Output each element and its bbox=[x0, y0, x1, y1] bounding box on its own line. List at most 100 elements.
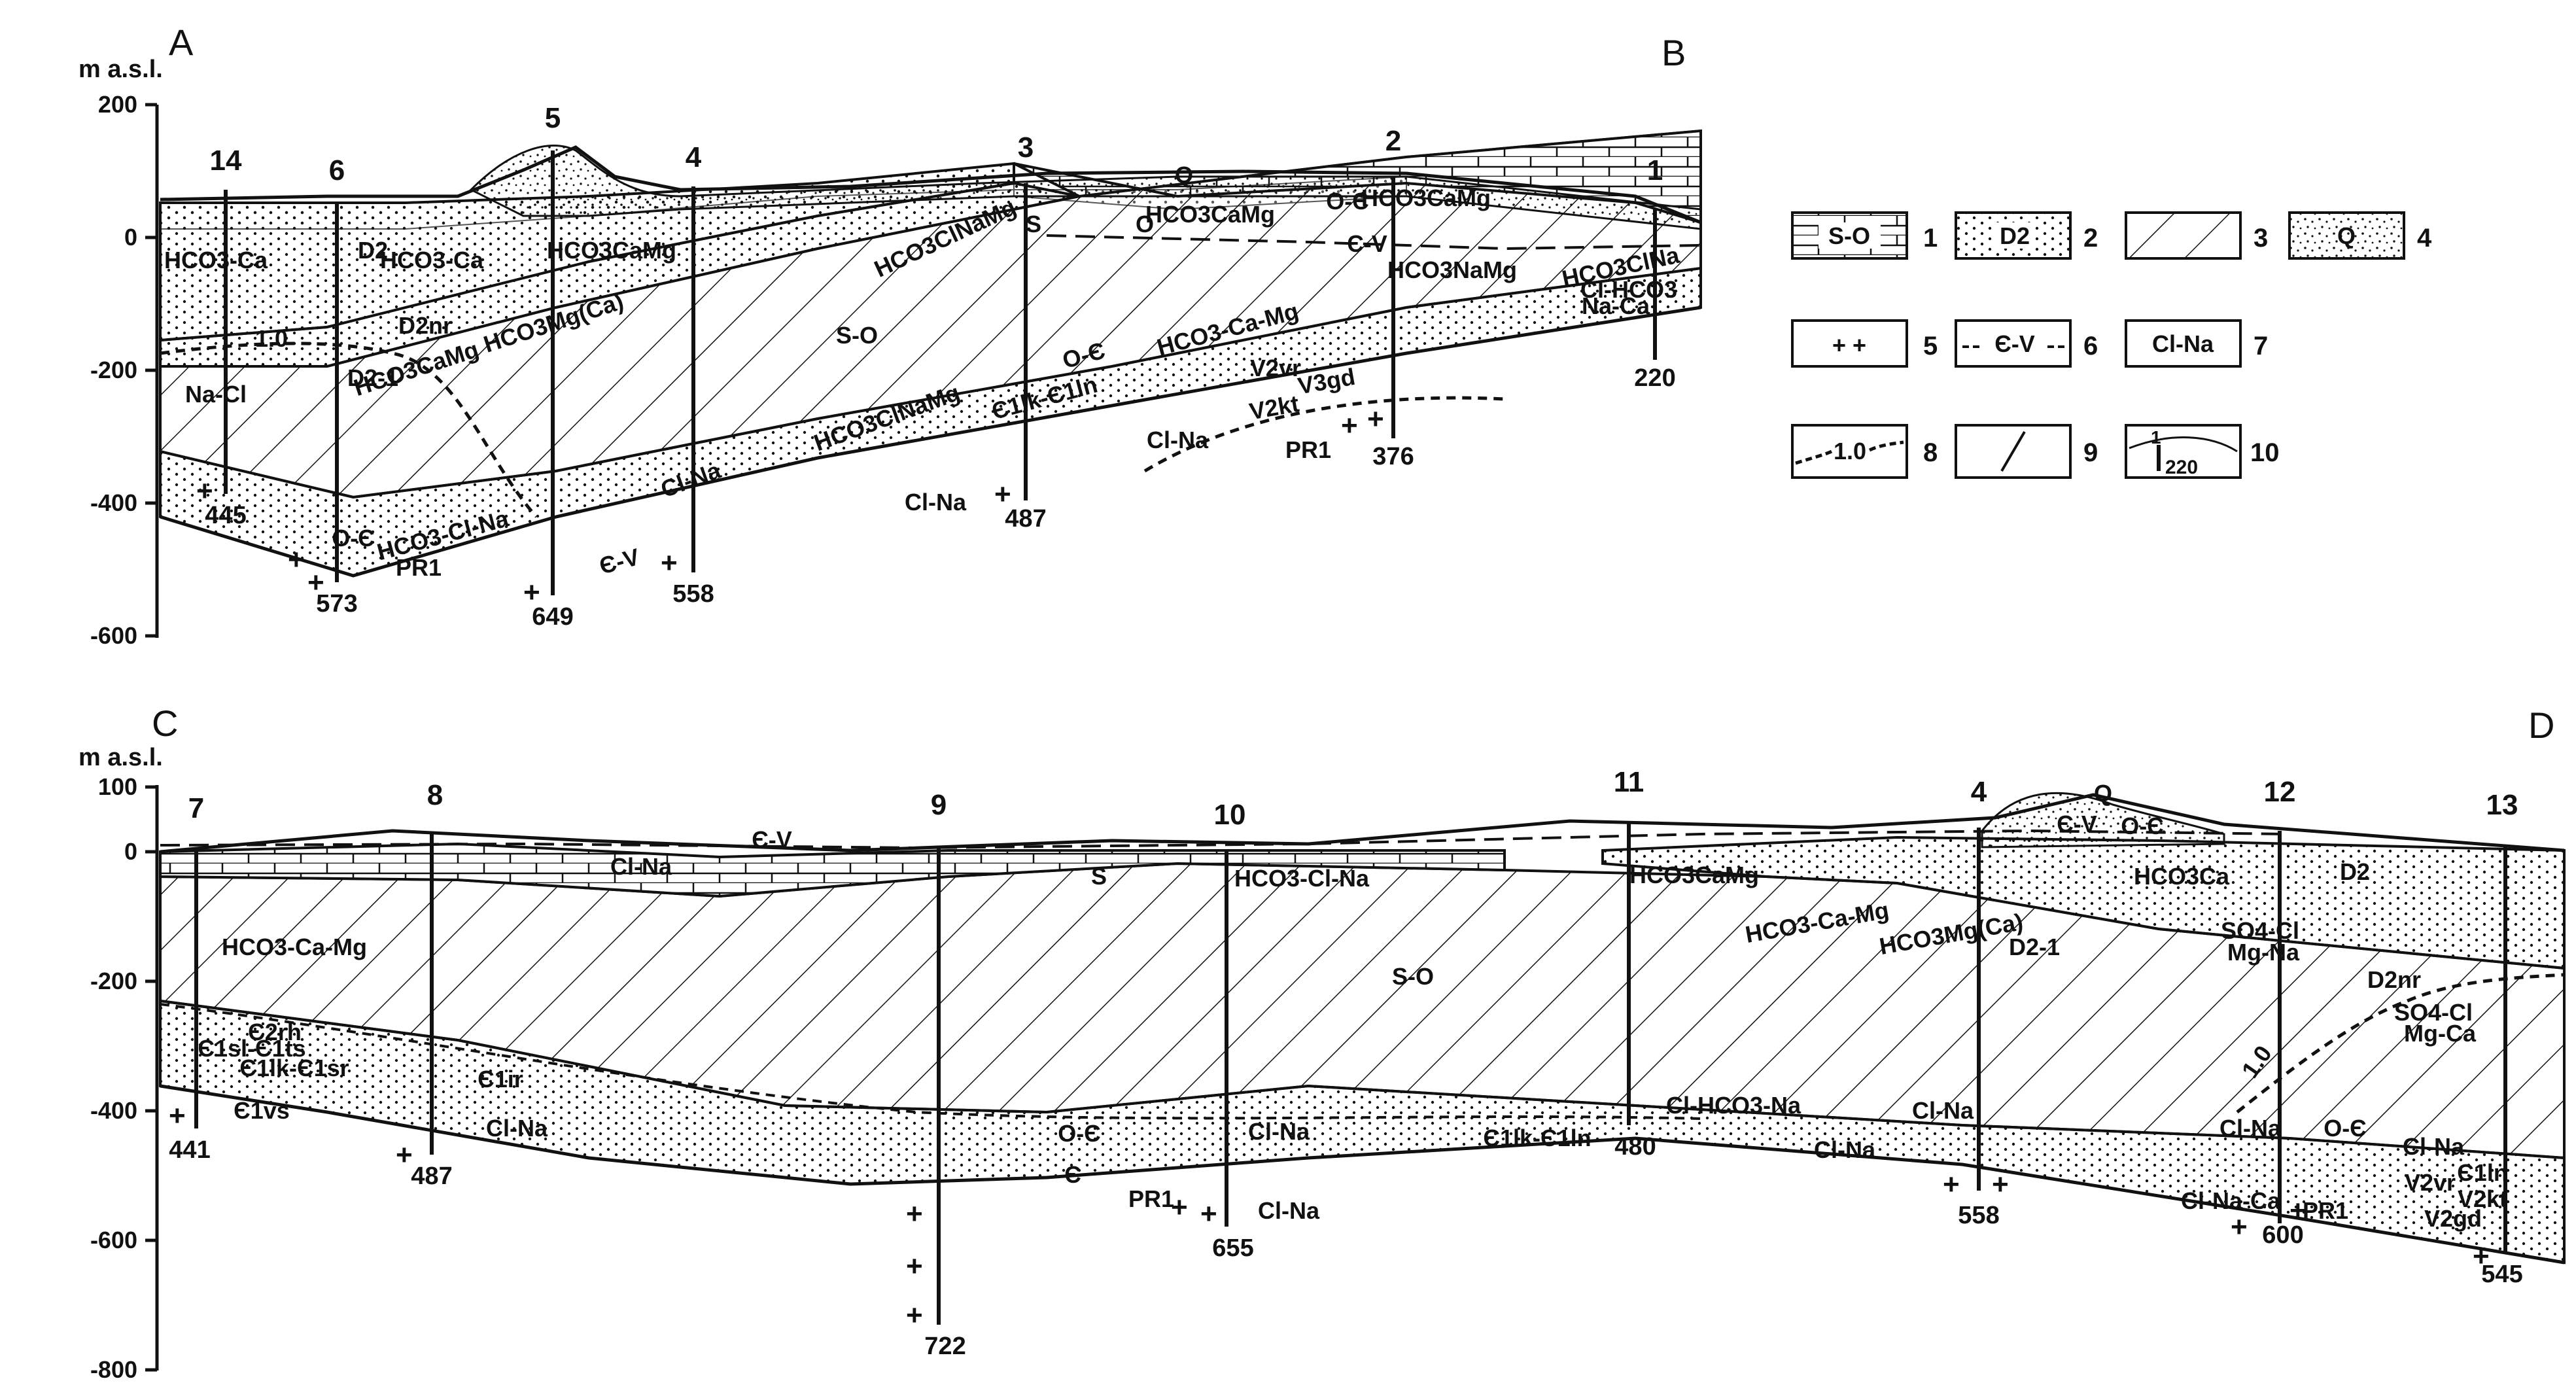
section-label: Cl-Na bbox=[2403, 1133, 2465, 1160]
plus-icon: + bbox=[169, 1100, 186, 1132]
well: 9 722 bbox=[924, 789, 966, 1360]
well-depth: 445 bbox=[205, 502, 246, 529]
legend: S-O 1 D2 2 3 Q 4 + + 5 Є-V 6 bbox=[1791, 211, 2432, 479]
section-label: PR1 bbox=[396, 554, 442, 581]
legend-symbol-text: 1 bbox=[2151, 427, 2161, 447]
y-tick-label: 0 bbox=[124, 224, 137, 251]
section-label: PR1 bbox=[1285, 436, 1331, 463]
well-depth: 722 bbox=[924, 1333, 966, 1360]
legend-number: 7 bbox=[2254, 332, 2268, 360]
section-label: Cl-Na bbox=[1248, 1118, 1310, 1145]
section-label: Cl-Na bbox=[1814, 1136, 1876, 1163]
plus-icon: + bbox=[2289, 1195, 2306, 1227]
plus-icon: + bbox=[1171, 1191, 1188, 1223]
section-label: Є-V bbox=[752, 826, 792, 853]
well-number: 3 bbox=[1018, 131, 1034, 164]
legend-item: + + 5 bbox=[1791, 319, 1938, 368]
well-number: 9 bbox=[931, 789, 947, 821]
plus-icon: + bbox=[906, 1250, 923, 1282]
section-label: V2kt bbox=[2458, 1185, 2507, 1212]
legend-item: 3 bbox=[2125, 211, 2268, 260]
section-label: O-Є bbox=[1326, 188, 1369, 215]
section-label: Є1lk-Є1ln bbox=[1483, 1125, 1591, 1151]
profile-start-label: C bbox=[152, 703, 178, 744]
section-label: PR1 bbox=[2303, 1197, 2348, 1224]
y-tick-label: -400 bbox=[90, 489, 137, 516]
wells: 7 441 8 487 9 722 10 655 11 480 bbox=[169, 766, 2522, 1360]
section-label: HCO3CaMg bbox=[1629, 862, 1759, 888]
legend-item: D2 2 bbox=[1955, 211, 2098, 260]
well-depth: 441 bbox=[169, 1136, 210, 1164]
strata bbox=[159, 792, 2566, 1265]
section-label: V2gd bbox=[2424, 1205, 2482, 1232]
section-label: Є1ln bbox=[2457, 1159, 2508, 1186]
profile-start-label: A bbox=[169, 22, 194, 63]
section-label: Cl-Na bbox=[1258, 1197, 1320, 1224]
well: 8 487 bbox=[411, 779, 452, 1190]
plus-icon: + bbox=[2473, 1240, 2490, 1272]
well-depth: 487 bbox=[1005, 505, 1046, 533]
plus-icon: + bbox=[906, 1299, 923, 1331]
well-depth: 649 bbox=[532, 603, 573, 631]
section-label: Є1lk-Є1sr bbox=[239, 1055, 349, 1081]
boundary-cambrian-vendian bbox=[160, 829, 2290, 850]
section-label: Є1ir bbox=[478, 1066, 523, 1092]
well-number: 12 bbox=[2264, 776, 2296, 808]
section-label: Є bbox=[1064, 1161, 1081, 1188]
section-label: Na-Ca bbox=[1582, 292, 1650, 319]
section-label: O-Є bbox=[2324, 1115, 2367, 1142]
section-label: V2vr bbox=[1250, 355, 1301, 381]
legend-symbol-text: 1.0 bbox=[1834, 438, 1866, 464]
section-label: HCO3NaMg bbox=[1387, 256, 1517, 283]
y-tick-label: -800 bbox=[90, 1356, 137, 1383]
well-number: 7 bbox=[188, 792, 204, 824]
section-label: V2kt bbox=[1247, 390, 1301, 425]
section-label: HCO3CaMg bbox=[1145, 201, 1275, 228]
section-label: S-O bbox=[1392, 963, 1434, 990]
section-label: O-Є bbox=[2121, 813, 2164, 839]
y-axis-title: m a.s.l. bbox=[78, 56, 163, 83]
section-label: 1.0 bbox=[255, 325, 288, 352]
plus-icon: + bbox=[307, 567, 324, 599]
layer-carbonate bbox=[159, 842, 1506, 898]
well-depth: 220 bbox=[1634, 364, 1675, 392]
legend-number: 3 bbox=[2254, 224, 2268, 253]
legend-item: 1 220 10 bbox=[2125, 424, 2280, 479]
plus-icon: + bbox=[1200, 1198, 1217, 1230]
y-tick-label: -200 bbox=[90, 968, 137, 994]
legend-number: 8 bbox=[1923, 438, 1938, 467]
section-label: Cl-Na bbox=[1912, 1097, 1974, 1124]
section-label: HCO3Ca bbox=[2134, 863, 2230, 890]
legend-item: 9 bbox=[1955, 424, 2098, 479]
section-label: D2 bbox=[2340, 858, 2370, 885]
section-label: Є-V bbox=[597, 543, 642, 580]
plus-icon: + bbox=[1341, 410, 1358, 442]
plus-icon: + bbox=[2231, 1211, 2248, 1243]
section-label: SO4-Cl bbox=[2221, 917, 2299, 944]
section-label: O-Є bbox=[332, 525, 375, 551]
profile-end-label: D bbox=[2528, 705, 2554, 746]
y-axis: 100 0 -200 -400 -600 -800 bbox=[90, 773, 159, 1383]
section-label: Є1vs bbox=[234, 1097, 290, 1124]
section-label: HCO3-Cl-Na bbox=[1234, 865, 1370, 892]
well-number: 6 bbox=[329, 154, 345, 186]
section-label: Cl-Na bbox=[1147, 427, 1209, 453]
legend-symbol-text: 220 bbox=[2165, 457, 2198, 478]
well: 11 480 bbox=[1614, 766, 1656, 1161]
plus-icon: + bbox=[1992, 1168, 2009, 1200]
plus-icon: + bbox=[196, 475, 213, 507]
profile-end-label: B bbox=[1662, 32, 1686, 73]
y-tick-label: 100 bbox=[98, 773, 137, 800]
y-axis: 200 0 -200 -400 -600 bbox=[90, 91, 159, 649]
section-label: S bbox=[1026, 211, 1041, 237]
ground-surface bbox=[160, 793, 2565, 854]
section-label: D2-1 bbox=[347, 364, 398, 391]
legend-number: 10 bbox=[2250, 438, 2280, 467]
section-label: D2 bbox=[358, 237, 388, 264]
well-number: 4 bbox=[1971, 776, 1987, 808]
well-number: 14 bbox=[210, 145, 242, 177]
y-tick-label: -200 bbox=[90, 357, 137, 383]
section-label: Q bbox=[2094, 780, 2112, 807]
section-label: Cl-Na bbox=[905, 489, 967, 516]
